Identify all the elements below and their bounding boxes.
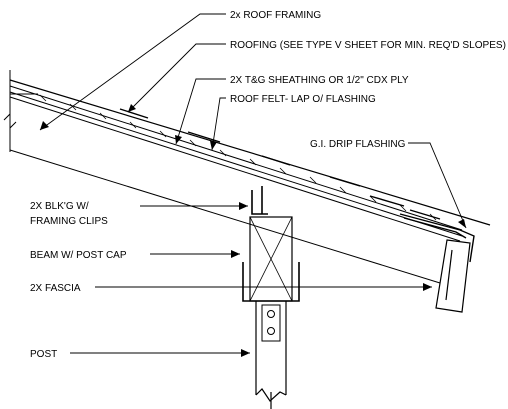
post-cap-plate bbox=[261, 304, 281, 342]
label-roof-felt: ROOF FELT- LAP O/ FLASHING bbox=[230, 94, 376, 105]
fascia-board bbox=[435, 239, 471, 313]
roofing-layers bbox=[9, 79, 491, 242]
leader-lines bbox=[39, 13, 467, 354]
label-fascia: 2X FASCIA bbox=[30, 283, 81, 294]
label-beam: BEAM W/ POST CAP bbox=[30, 250, 127, 261]
label-post: POST bbox=[30, 349, 57, 360]
label-blocking-line1: 2X BLK'G W/ bbox=[30, 201, 89, 212]
beam bbox=[249, 216, 293, 302]
arrowheads bbox=[40, 104, 466, 357]
sheathing-ticks bbox=[39, 94, 437, 221]
post-cap bbox=[242, 262, 300, 302]
blocking-clip bbox=[251, 186, 268, 215]
drip-flashing bbox=[399, 213, 475, 263]
rafter bbox=[9, 149, 441, 284]
label-roof-framing: 2x ROOF FRAMING bbox=[230, 10, 321, 21]
wall-break bbox=[3, 70, 38, 152]
label-blocking-line2: FRAMING CLIPS bbox=[30, 216, 108, 227]
label-drip-flashing: G.I. DRIP FLASHING bbox=[310, 139, 406, 150]
labels: 2x ROOF FRAMING ROOFING (SEE TYPE V SHEE… bbox=[30, 10, 506, 360]
shingle-courses bbox=[119, 108, 441, 220]
post bbox=[255, 301, 287, 409]
label-sheathing: 2X T&G SHEATHING OR 1/2" CDX PLY bbox=[230, 75, 409, 86]
label-roofing: ROOFING (SEE TYPE V SHEET FOR MIN. REQ'D… bbox=[230, 40, 506, 51]
